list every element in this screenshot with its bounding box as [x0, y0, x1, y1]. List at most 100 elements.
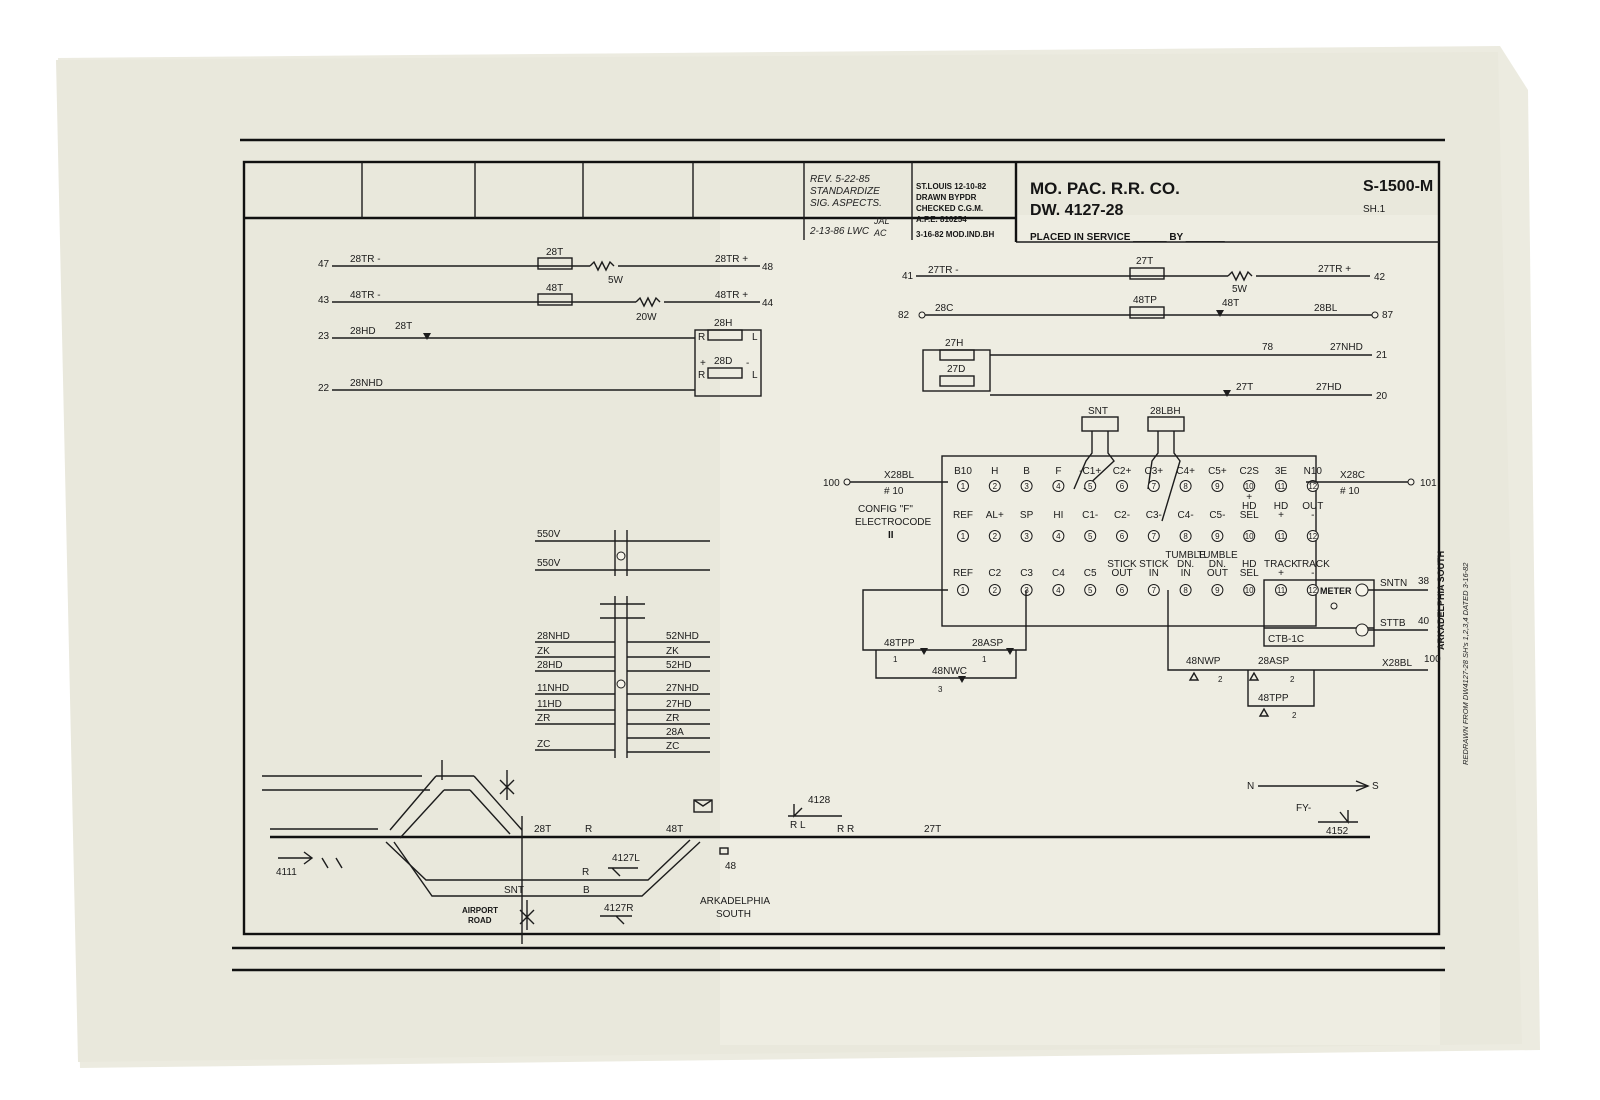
crossover [469, 775, 523, 835]
config-label-1: CONFIG "F" [858, 504, 913, 515]
contact-label: 28T [395, 321, 412, 332]
direction-arrowhead [1355, 780, 1370, 792]
electrocode-terminal-label: C4- [1178, 510, 1194, 521]
electrocode-terminal-label: HI [1053, 510, 1063, 521]
electrocode-terminal [1275, 584, 1287, 596]
terminal-number: 20 [1376, 391, 1388, 402]
electrocode-terminal-label: AL+ [986, 510, 1004, 521]
electrocode-terminal [1275, 480, 1287, 492]
electrocode-terminal [1147, 480, 1160, 492]
relay-label: 27T [1136, 256, 1153, 267]
electrocode-terminal-label: B [1023, 466, 1030, 477]
signal-label: 4152 [1326, 826, 1349, 837]
electrocode-terminal-number: 11 [1277, 586, 1286, 595]
electrocode-terminal [1179, 480, 1192, 492]
relay-label: 27D [947, 364, 965, 375]
location-side-label: ARKADELPHIA SOUTH [1436, 551, 1446, 650]
line-wire-label: ZR [666, 713, 679, 724]
electrocode-terminal-label: REF [953, 510, 973, 521]
placed-in-service: PLACED IN SERVICE ______ BY _______ [1030, 232, 1225, 243]
electrocode-terminal-label: -C1+ [1079, 466, 1101, 477]
contact-symbol [1223, 390, 1231, 397]
meter-lamp [1330, 602, 1338, 610]
south-label: S [1372, 781, 1379, 792]
signal-label: 4111 [276, 867, 297, 878]
drawing-border [242, 160, 1441, 936]
resistor-label: 5W [1232, 284, 1248, 295]
lower-siding [385, 839, 691, 881]
electrocode-terminal [1020, 530, 1033, 542]
contact-symbol [1216, 310, 1224, 317]
meter-box [1263, 579, 1375, 647]
line-wire-label: 27HD [666, 699, 692, 710]
relay-label: 48TP [1133, 295, 1157, 306]
contact-label: 48TPP [1258, 693, 1289, 704]
line-wire-label: 11HD [537, 699, 562, 710]
polarity-plus: + [700, 358, 706, 369]
electrocode-terminal-number: 11 [1277, 532, 1286, 541]
wire-label: 48TR - [350, 290, 381, 301]
wire-label: 28BL [1314, 303, 1338, 314]
line-wire-panel: 550V 550V 28NHDZK28HD11NHD11HDZRZC52NHDZ… [535, 529, 710, 758]
electrocode-terminal-number: 6 [1120, 586, 1125, 595]
electrocode-terminal [1306, 584, 1319, 596]
relay-label: 28T [546, 247, 563, 258]
terminal-number: 82 [898, 310, 910, 321]
rev-line-1: REV. 5-22-85 [810, 174, 870, 185]
electrocode-terminal-number: 5 [1088, 532, 1093, 541]
relay-box [707, 329, 743, 341]
envelope-flap [693, 799, 713, 807]
voltage-label: 550V [537, 558, 561, 569]
terminal-number: 100 [1424, 654, 1441, 665]
sheet-number: SH.1 [1363, 204, 1386, 215]
wire-label: X28C [1340, 470, 1365, 481]
electrocode-terminal [1052, 480, 1065, 492]
signal-label: 48 [725, 861, 737, 872]
line-wire-label: 28NHD [537, 631, 570, 642]
lower-siding [393, 841, 701, 897]
terminal-number: 48 [762, 262, 774, 273]
electrocode-terminal-label: C2 [988, 568, 1001, 579]
electrocode-terminal-number: 7 [1152, 586, 1157, 595]
contact-symbol [1248, 671, 1260, 681]
snt-label: SNT [1088, 406, 1108, 417]
wire-label: 28C [935, 303, 953, 314]
signal-arm [608, 867, 638, 877]
28lbh-label: 28LBH [1150, 406, 1181, 417]
rev-date: 2-13-86 LWC [809, 226, 870, 237]
origin-line-3: CHECKED C.G.M. [916, 204, 983, 213]
line-wire-label: ZK [666, 646, 679, 657]
track-label: R R [837, 824, 854, 835]
electrocode-terminal-label: 3E [1275, 466, 1288, 477]
line-wire-label: 11NHD [537, 683, 569, 694]
circuit-27hd: 27T 27HD 20 [990, 382, 1388, 402]
voltage-label: 550V [537, 529, 561, 540]
resistor-label: 20W [636, 312, 657, 323]
electrocode-terminal-number: 1 [961, 586, 966, 595]
electrocode-terminal [957, 530, 969, 542]
electrocode-terminal-label: C5 [1084, 568, 1097, 579]
config-label-3: II [888, 530, 894, 541]
electrocode-terminal-label: C1- [1082, 510, 1098, 521]
signal-arm [278, 851, 343, 869]
electrocode-terminal-number: 11 [1277, 482, 1286, 491]
circuit-27nhd: 27H 27D 78 27NHD 21 [922, 338, 1388, 392]
rev-line-2: STANDARDIZE [810, 186, 880, 197]
contact-label: 28ASP [972, 638, 1003, 649]
ctb-label: CTB-1C [1268, 634, 1304, 645]
electrocode-terminal-label: C5- [1209, 510, 1225, 521]
relay-box [1129, 306, 1165, 319]
relay-pin: L [752, 370, 758, 381]
signal-arm [600, 915, 632, 925]
line-wire-label: 27NHD [666, 683, 699, 694]
line-wire-label: 52HD [666, 660, 692, 671]
line-wire-label: 28A [666, 727, 684, 738]
electrocode-terminal [1306, 480, 1319, 492]
contact-pin: 2 [1290, 675, 1295, 684]
relay-pin: R [698, 332, 705, 343]
electrocode-terminal-label: B10 [954, 466, 972, 477]
electrocode-terminal-number: 3 [1024, 532, 1029, 541]
